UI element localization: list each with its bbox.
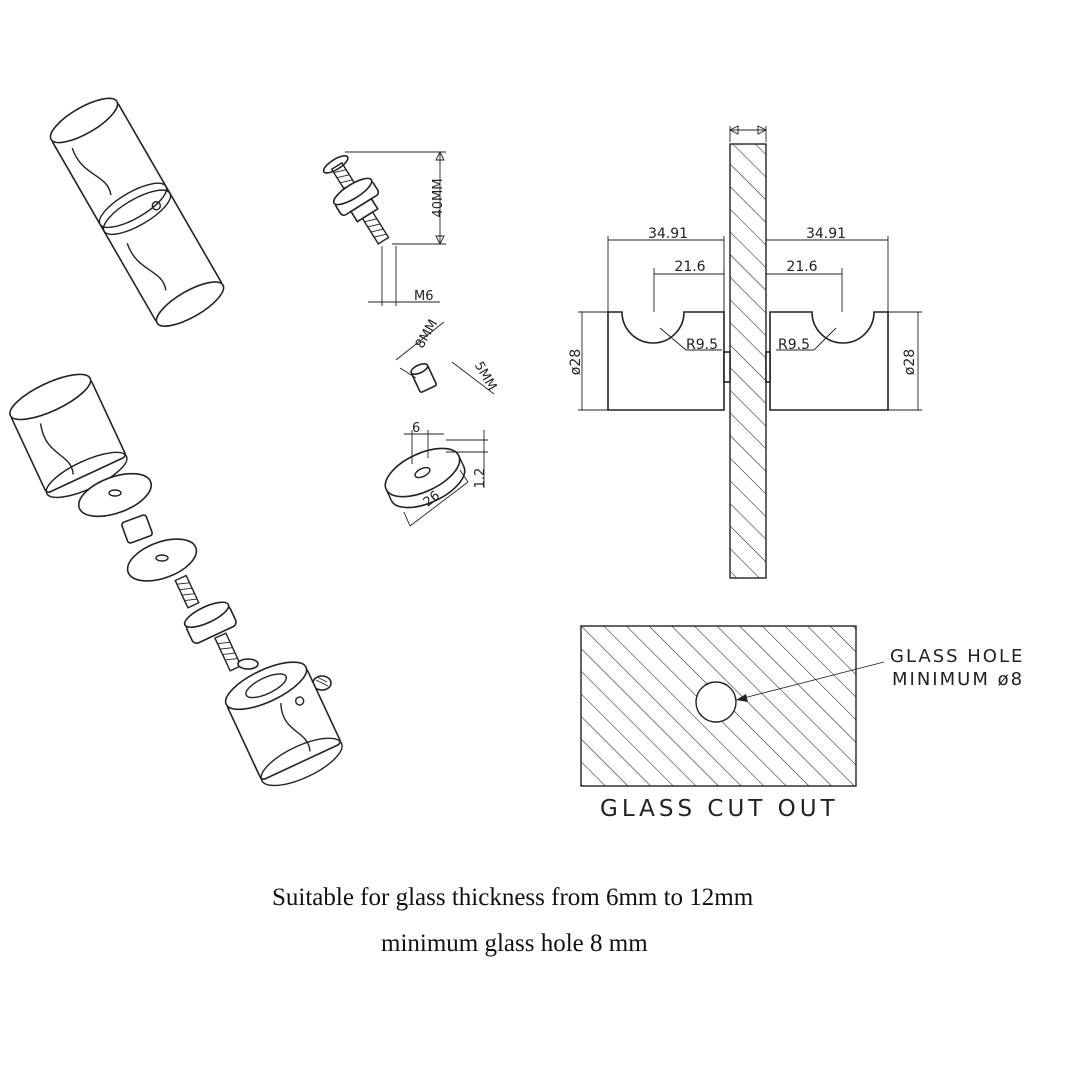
bolt-detail: 40MM M6 bbox=[322, 150, 446, 306]
washer-detail: 6 1.2 26 bbox=[384, 421, 488, 527]
spacer-detail: 8MM 5MM bbox=[395, 317, 499, 395]
glass-cut-out-title: GLASS CUT OUT bbox=[600, 796, 839, 822]
right-radius-dim: R9.5 bbox=[778, 337, 810, 353]
left-radius-dim: R9.5 bbox=[686, 337, 718, 353]
assembled-knob-illustration bbox=[49, 97, 225, 327]
right-overall-dim: 34.91 bbox=[806, 226, 846, 242]
left-overall-dim: 34.91 bbox=[648, 226, 688, 242]
spacer-len-label: 5MM bbox=[471, 359, 499, 393]
glass-cut-out-panel: GLASS HOLE MINIMUM ø8 GLASS CUT OUT bbox=[580, 625, 1024, 822]
thickness-note: Suitable for glass thickness from 6mm to… bbox=[272, 884, 754, 911]
hole-note: minimum glass hole 8 mm bbox=[381, 930, 648, 957]
left-neck-dim: 21.6 bbox=[674, 259, 705, 275]
glass-hole-callout-line2: MINIMUM ø8 bbox=[892, 669, 1024, 690]
length-dim-label: 40MM bbox=[431, 179, 446, 218]
right-neck-dim: 21.6 bbox=[786, 259, 817, 275]
exploded-view-illustration bbox=[9, 373, 343, 787]
thread-dim-label: M6 bbox=[414, 289, 434, 304]
washer-thk-label: 1.2 bbox=[473, 468, 488, 489]
spacer-dia-label: 8MM bbox=[413, 317, 441, 351]
glass-hole-callout-line1: GLASS HOLE bbox=[890, 646, 1024, 667]
right-dia-dim: ø28 bbox=[902, 349, 918, 375]
side-elevation: 34.91 21.6 R9.5 ø28 34.91 21.6 R9.5 ø28 bbox=[568, 125, 922, 579]
left-dia-dim: ø28 bbox=[568, 349, 584, 375]
washer-hole-label: 6 bbox=[412, 421, 420, 436]
